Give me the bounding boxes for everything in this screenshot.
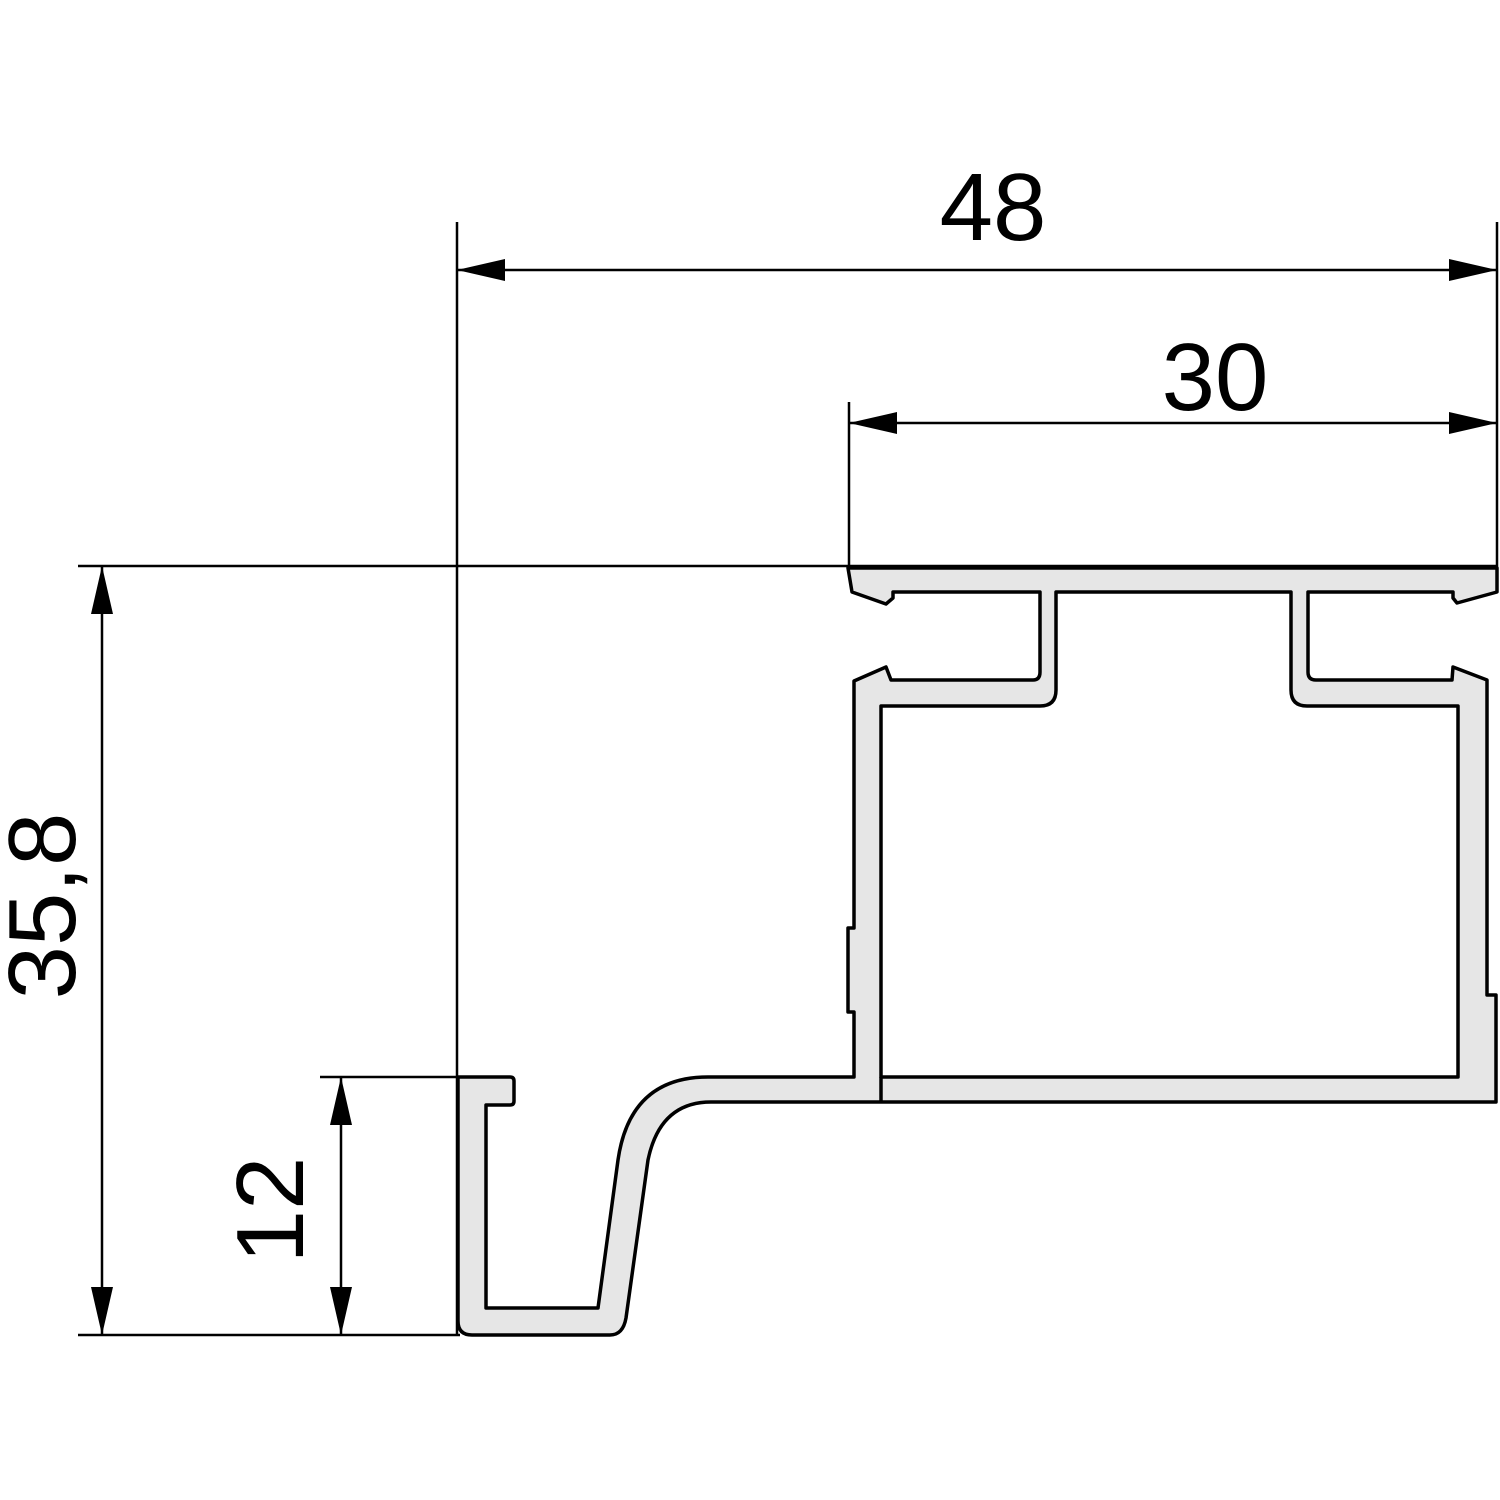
arrowhead <box>1449 259 1497 281</box>
dimension-overall-height: 35,8 <box>0 566 113 1335</box>
arrowhead <box>849 412 897 434</box>
dimension-lower-height: 12 <box>217 1077 352 1335</box>
arrowhead <box>330 1077 352 1125</box>
dimension-top-width: 30 <box>849 324 1497 434</box>
arrowhead <box>330 1287 352 1335</box>
aluminium-profile-section <box>456 566 1499 1337</box>
arrowhead <box>91 1287 113 1335</box>
dimension-label-12: 12 <box>217 1157 324 1264</box>
dimension-label-35-8: 35,8 <box>0 813 96 1000</box>
arrowhead <box>1449 412 1497 434</box>
dimension-overall-width: 48 <box>457 154 1497 281</box>
dimension-label-30: 30 <box>1162 324 1269 431</box>
arrowhead <box>457 259 505 281</box>
arrowhead <box>91 566 113 614</box>
dimension-label-48: 48 <box>940 154 1047 261</box>
